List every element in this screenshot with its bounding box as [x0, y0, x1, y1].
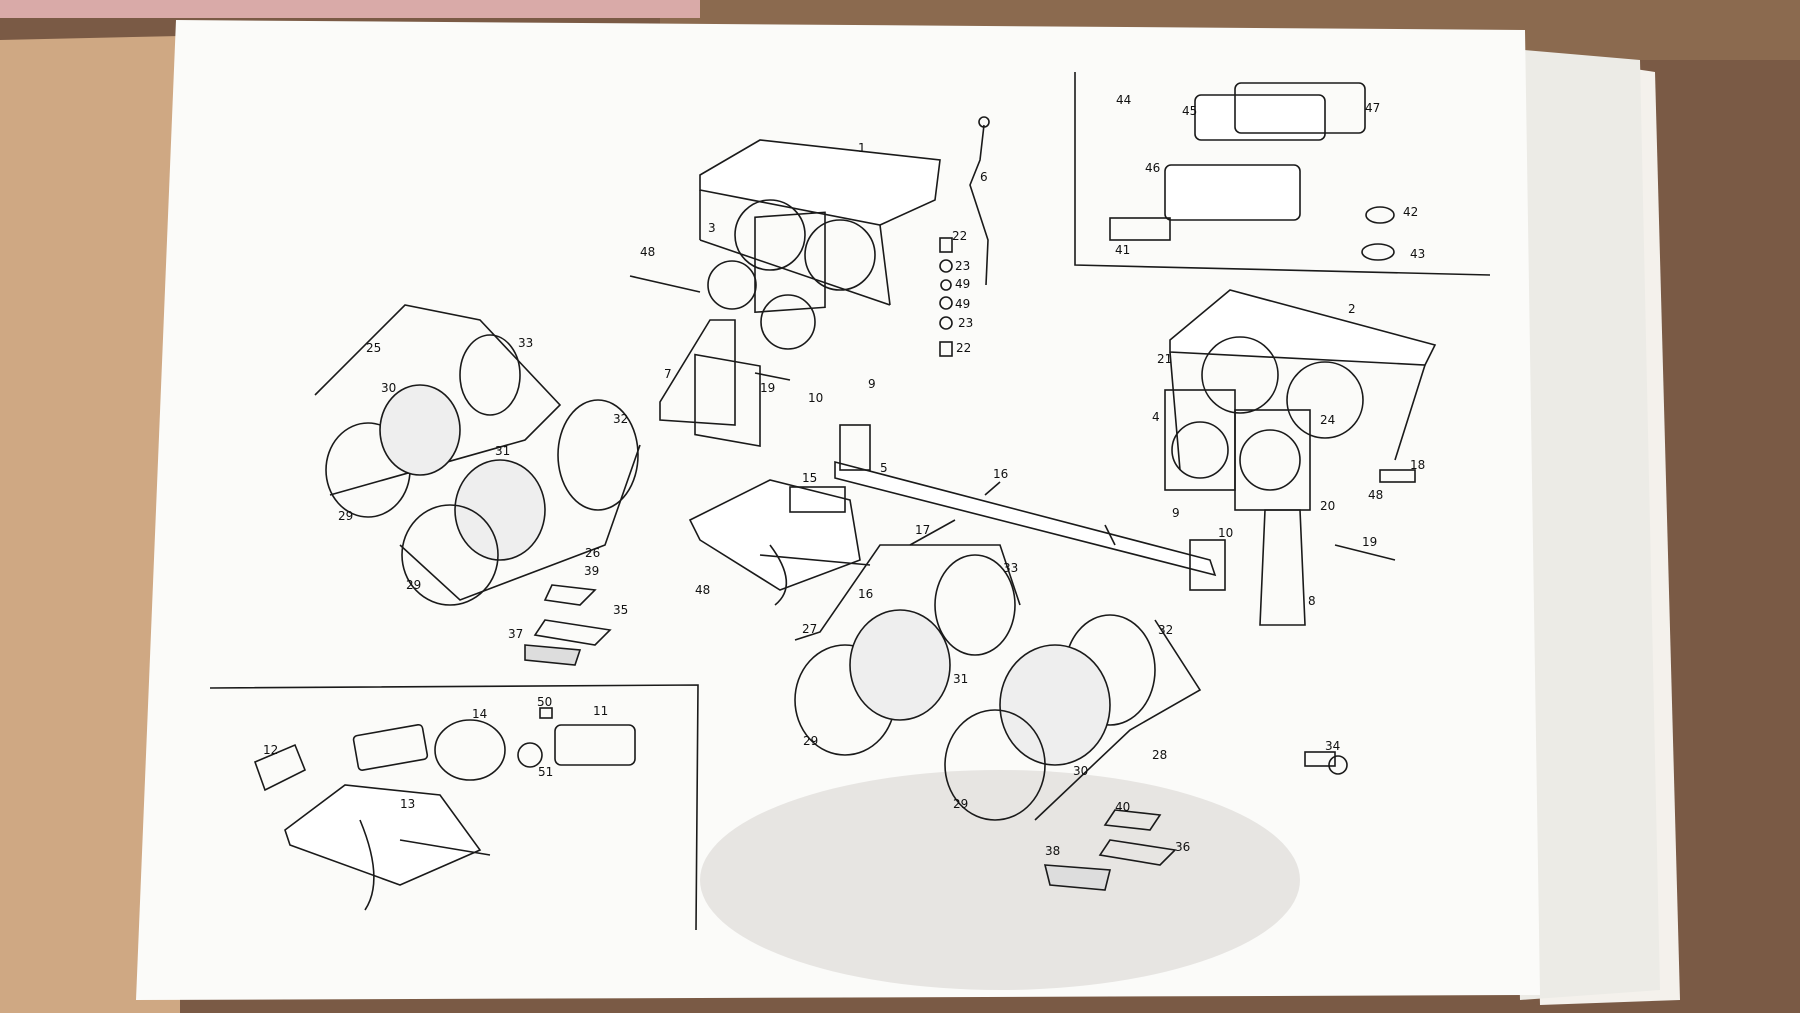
callout-48a: 48: [640, 245, 655, 259]
callout-40: 40: [1115, 800, 1130, 814]
callout-43: 43: [1410, 247, 1425, 261]
callout-45: 45: [1182, 104, 1197, 118]
callout-41: 41: [1115, 243, 1130, 257]
callout-16a: 16: [993, 467, 1008, 481]
callout-10b: 10: [1218, 526, 1233, 540]
callout-22a: 22: [952, 229, 967, 243]
callout-2: 2: [1348, 302, 1356, 316]
callout-33a: 33: [518, 336, 533, 350]
callout-6: 6: [980, 170, 988, 184]
bottom-left-inset-frame: [209, 684, 699, 931]
callout-26: 26: [585, 546, 600, 560]
callout-34: 34: [1325, 739, 1340, 753]
callout-49a: 49: [955, 277, 970, 291]
callout-36: 36: [1175, 840, 1190, 854]
pin-34: [1304, 751, 1348, 775]
callout-29b: 29: [406, 578, 421, 592]
dipstick-rod: [969, 124, 989, 286]
callout-29a: 29: [338, 509, 353, 523]
callout-46: 46: [1145, 161, 1160, 175]
callout-22b: 22: [956, 341, 971, 355]
callout-25: 25: [366, 341, 381, 355]
callout-17: 17: [915, 523, 930, 537]
callout-42: 42: [1403, 205, 1418, 219]
callout-23b: 23: [958, 316, 973, 330]
line-art: [209, 72, 1491, 931]
callout-51: 51: [538, 765, 553, 779]
callout-18: 18: [1410, 458, 1425, 472]
callout-39: 39: [584, 564, 599, 578]
paper-stack-edge: [1500, 48, 1660, 1000]
callout-15: 15: [802, 471, 817, 485]
callout-30b: 30: [1073, 764, 1088, 778]
tab-18: [1379, 469, 1416, 483]
callout-29d: 29: [953, 797, 968, 811]
callout-28: 28: [1152, 748, 1167, 762]
headlamp-housing-right: [1164, 289, 1437, 511]
callout-27: 27: [802, 622, 817, 636]
callout-32b: 32: [1158, 623, 1173, 637]
callout-50: 50: [537, 695, 552, 709]
callout-31b: 31: [953, 672, 968, 686]
callout-labels: 1 2 3 4 5 6 7 8 9 9 10 10 11 12 13 14 15…: [263, 93, 1425, 858]
callout-24: 24: [1320, 413, 1335, 427]
callout-37: 37: [508, 627, 523, 641]
callout-5: 5: [880, 461, 888, 475]
callout-23a: 23: [955, 259, 970, 273]
spring-plates: [524, 584, 1177, 891]
callout-30a: 30: [381, 381, 396, 395]
callout-16b: 16: [858, 587, 873, 601]
small-parts-stack: [939, 237, 953, 357]
bolt-17: [909, 519, 956, 546]
callout-35: 35: [613, 603, 628, 617]
callout-31a: 31: [495, 444, 510, 458]
callout-8: 8: [1308, 594, 1316, 608]
callout-12: 12: [263, 743, 278, 757]
callout-29c: 29: [803, 734, 818, 748]
callout-49b: 49: [955, 297, 970, 311]
callout-1: 1: [858, 141, 866, 155]
callout-9a: 9: [868, 377, 876, 391]
callout-10a: 10: [808, 391, 823, 405]
callout-33b: 33: [1003, 561, 1018, 575]
bracket-right: [1259, 509, 1306, 626]
callout-9b: 9: [1172, 506, 1180, 520]
callout-48b: 48: [1368, 488, 1383, 502]
crossbar: [834, 424, 1226, 591]
callout-14: 14: [472, 707, 487, 721]
rear-lamp-parts: [1109, 82, 1395, 261]
callout-48c: 48: [695, 583, 710, 597]
linkage-plate: [688, 479, 871, 606]
bolt-19-left: [754, 372, 791, 381]
callout-11: 11: [593, 704, 608, 718]
callout-32a: 32: [613, 412, 628, 426]
callout-38: 38: [1045, 844, 1060, 858]
mounting-frame-left: [629, 211, 826, 447]
callout-13: 13: [400, 797, 415, 811]
callout-19b: 19: [1362, 535, 1377, 549]
headlamp-housing-left: [699, 139, 941, 306]
callout-20: 20: [1320, 499, 1335, 513]
bracket-left: [659, 319, 736, 426]
inset-motor-parts: [253, 707, 636, 911]
callout-4: 4: [1152, 410, 1160, 424]
callout-19a: 19: [760, 381, 775, 395]
lamp-group-upper-left: [314, 304, 641, 606]
callout-21: 21: [1157, 352, 1172, 366]
pink-folder: [0, 0, 700, 18]
callout-3: 3: [708, 221, 716, 235]
lamp-group-lower-right: [794, 544, 1202, 821]
manila-envelope: [0, 36, 180, 1013]
callout-7: 7: [664, 367, 672, 381]
callout-47: 47: [1365, 101, 1380, 115]
bolt-19-right: [1334, 544, 1396, 561]
top-right-inset-frame: [1074, 72, 1491, 276]
callout-44: 44: [1116, 93, 1131, 107]
hand-shadow: [700, 770, 1300, 990]
